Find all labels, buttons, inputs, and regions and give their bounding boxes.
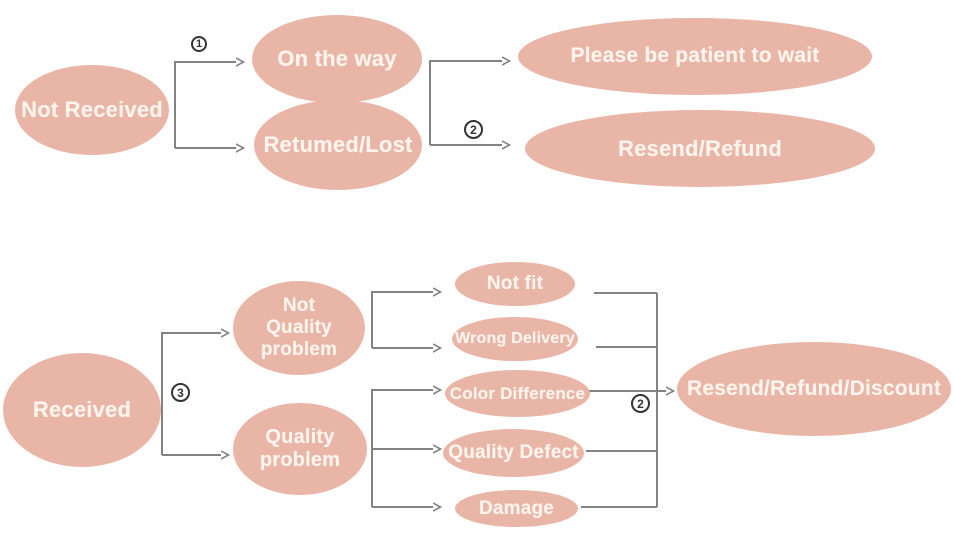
connector-to-not-fit [371, 292, 433, 348]
connector-not-received-to-on-the-way [174, 62, 236, 148]
node-quality-problem: Quality problem [233, 403, 367, 495]
node-not-quality-problem: Not Quality problem [233, 281, 365, 375]
step-badge-2-bottom: 2 [631, 394, 650, 413]
node-not-received: Not Received [15, 65, 169, 155]
node-please-be-patient: Please be patient to wait [518, 18, 872, 95]
step-badge-3: 3 [171, 383, 190, 402]
connector-to-please-wait [429, 61, 502, 145]
node-resend-refund: Resend/Refund [525, 110, 875, 187]
node-received: Received [3, 353, 161, 467]
node-not-fit: Not fit [455, 262, 575, 306]
step-badge-2-top: 2 [464, 120, 483, 139]
connector-to-color-difference [371, 390, 433, 507]
step-badge-1: 1 [191, 36, 207, 52]
connector-received-to-not-quality [161, 333, 221, 455]
node-quality-defect: Quality Defect [443, 429, 584, 477]
node-wrong-delivery: Wrong Delivery [452, 317, 578, 361]
node-resend-refund-discount: Resend/Refund/Discount [677, 342, 951, 436]
node-damage: Damage [455, 490, 578, 527]
node-on-the-way: On the way [252, 15, 422, 103]
node-color-difference: Color Difference [445, 370, 590, 417]
node-returned-lost: Retumed/Lost [254, 100, 422, 190]
